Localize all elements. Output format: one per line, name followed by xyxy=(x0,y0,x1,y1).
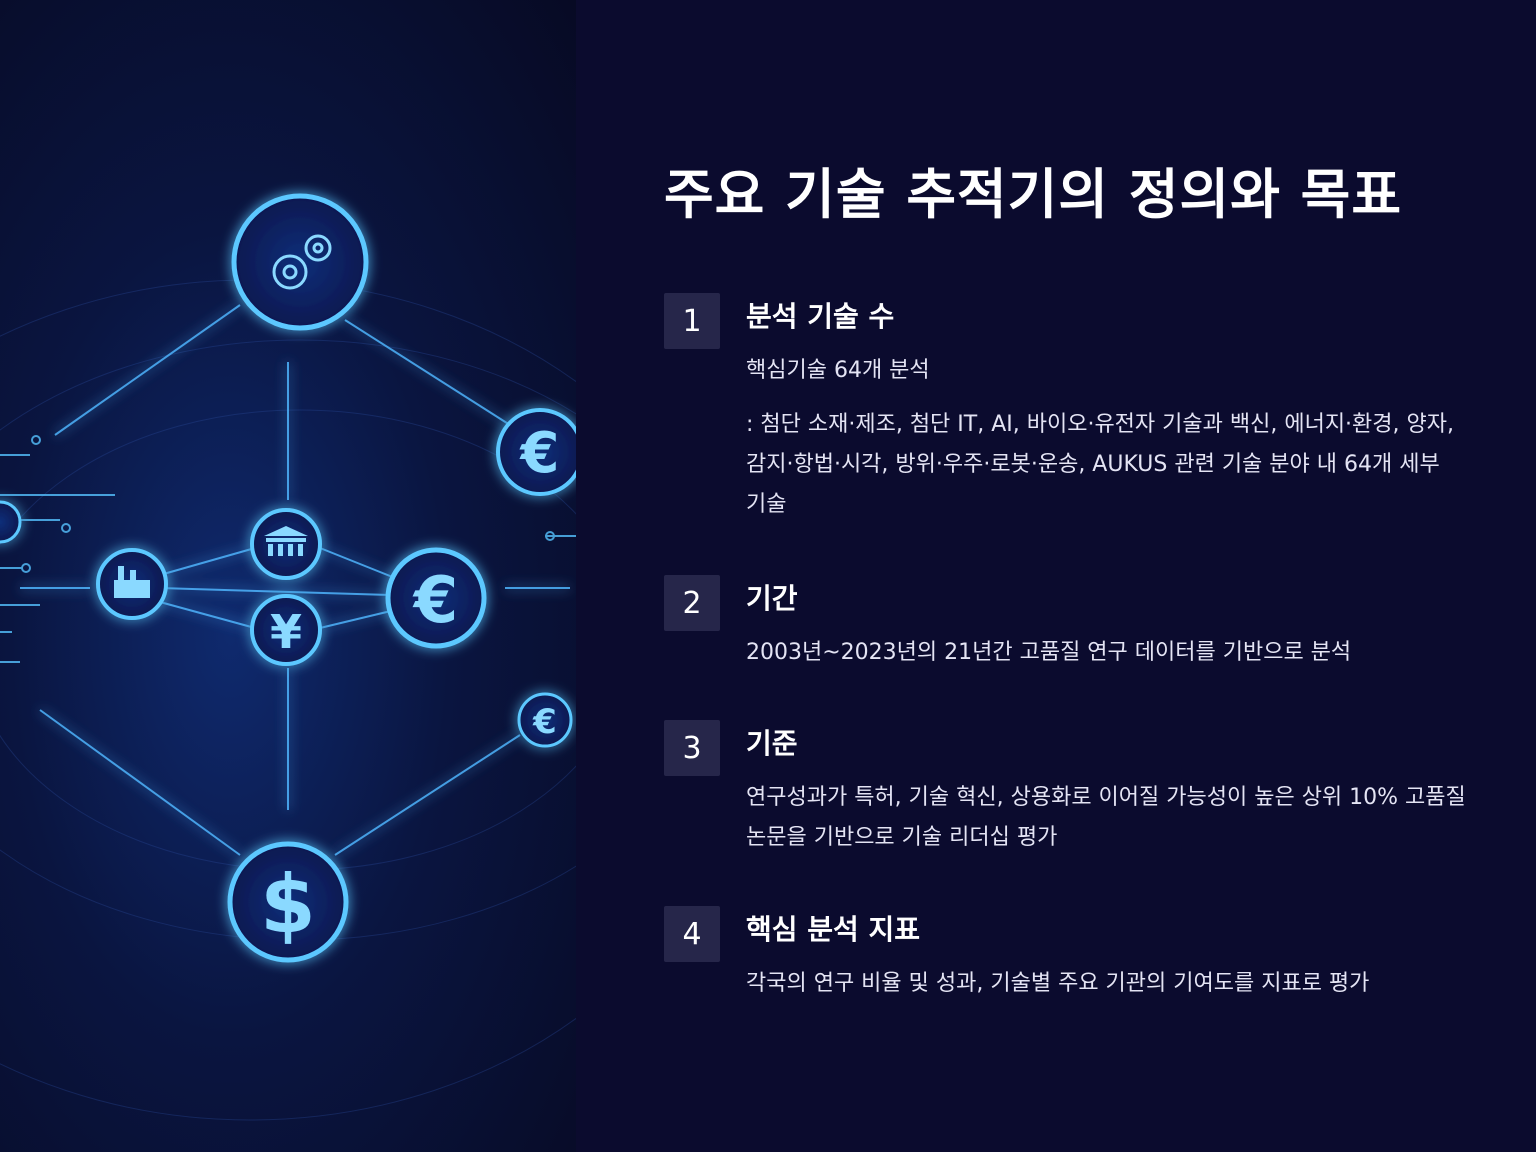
item-number-badge: 4 xyxy=(664,906,720,962)
item-body: 2003년~2023년의 21년간 고품질 연구 데이터를 기반으로 분석 xyxy=(746,633,1466,687)
item-body: 핵심기술 64개 분석 : 첨단 소재·제조, 첨단 IT, AI, 바이오·유… xyxy=(746,351,1466,539)
yen-symbol: ¥ xyxy=(270,605,302,659)
euro-small-icon: € xyxy=(517,692,573,748)
item-title: 분석 기술 수 xyxy=(746,300,895,333)
item-number-badge: 1 xyxy=(664,293,720,349)
item-title: 기간 xyxy=(746,582,798,615)
currency-network-illustration: € ¥ xyxy=(0,193,576,1121)
factory-icon xyxy=(96,548,168,620)
item-number-badge: 2 xyxy=(664,575,720,631)
item-body-line: 2003년~2023년의 21년간 고품질 연구 데이터를 기반으로 분석 xyxy=(746,640,1352,665)
dollar-symbol: $ xyxy=(260,858,316,951)
euro-icon: € xyxy=(496,408,576,496)
item-title: 핵심 분석 지표 xyxy=(746,913,921,946)
euro-central-icon: € xyxy=(385,547,487,649)
item-body-line: : 첨단 소재·제조, 첨단 IT, AI, 바이오·유전자 기술과 백신, 에… xyxy=(746,412,1454,517)
bank-icon xyxy=(250,508,322,580)
euro-symbol: € xyxy=(519,421,560,486)
item-body: 각국의 연구 비율 및 성과, 기술별 주요 기관의 기여도를 지표로 평가 xyxy=(746,964,1466,1018)
hero-image: € ¥ xyxy=(0,0,576,1152)
euro-small-symbol: € xyxy=(532,702,557,742)
dollar-icon: $ xyxy=(227,841,349,963)
content-panel: 주요 기술 추적기의 정의와 목표 1 분석 기술 수 핵심기술 64개 분석 … xyxy=(576,0,1536,1152)
item-number-badge: 3 xyxy=(664,720,720,776)
gears-icon xyxy=(231,193,369,331)
euro-central-symbol: € xyxy=(412,564,459,638)
item-body: 연구성과가 특허, 기술 혁신, 상용화로 이어질 가능성이 높은 상위 10%… xyxy=(746,778,1466,872)
item-body-line: 각국의 연구 비율 및 성과, 기술별 주요 기관의 기여도를 지표로 평가 xyxy=(746,971,1370,996)
yen-icon: ¥ xyxy=(250,594,322,666)
item-title: 기준 xyxy=(746,727,798,760)
item-body-line: 연구성과가 특허, 기술 혁신, 상용화로 이어질 가능성이 높은 상위 10%… xyxy=(746,785,1466,850)
page-title: 주요 기술 추적기의 정의와 목표 xyxy=(664,163,1403,226)
item-body-line: 핵심기술 64개 분석 xyxy=(746,358,930,383)
